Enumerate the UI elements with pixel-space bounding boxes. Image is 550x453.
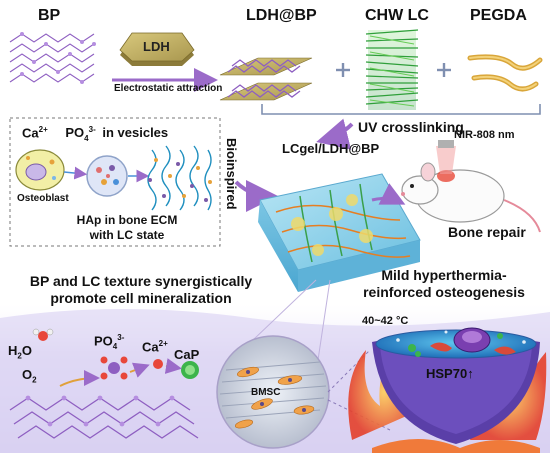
hsp70-label: HSP70↑ <box>426 366 474 381</box>
ldh-bp-label: LDH@BP <box>246 7 317 24</box>
bp-atoms <box>20 32 96 84</box>
bp-lattice <box>9 33 95 83</box>
cap-label: CaP <box>174 347 200 362</box>
vesicle <box>86 155 128 197</box>
ldh-plate <box>119 32 195 66</box>
bioinspired-arrow <box>234 179 278 212</box>
bp-label: BP <box>38 7 61 24</box>
lcgel-label: LCgel/LDH@BP <box>282 141 380 156</box>
h2o-molecule <box>32 328 54 341</box>
phosphate-label: PO43- <box>94 333 125 351</box>
ldh-bp-stack <box>219 57 313 101</box>
bone-repair-label: Bone repair <box>448 224 526 240</box>
hap-ecm-label: HAp in bone ECM with LC state <box>76 213 178 242</box>
hydrogel-particles <box>291 194 373 256</box>
uv-crosslinking-label: UV crosslinking <box>358 119 464 135</box>
ldh-label: LDH <box>143 39 170 54</box>
chw-lc-label: CHW LC <box>365 7 429 24</box>
osteoblast-label: Osteoblast <box>17 193 69 204</box>
mild-hyperthermia-label: Mild hyperthermia- reinforced osteogenes… <box>363 267 525 300</box>
nir-label: NIR-808 nm <box>454 129 515 141</box>
h2o-label: H2O <box>8 343 32 361</box>
chw-lc-stack <box>365 29 419 110</box>
calcium-ion <box>153 359 163 369</box>
bmsc-zoom-circle <box>216 335 330 449</box>
uv-bracket <box>261 104 541 115</box>
bmsc-label: BMSC <box>251 387 281 398</box>
plus-icon <box>437 63 451 77</box>
pegda-chains <box>467 54 543 92</box>
o2-label: O2 <box>22 367 37 385</box>
hyperthermia-bowl <box>372 327 540 444</box>
phosphate-molecule <box>100 356 128 380</box>
mouse-illustration <box>401 140 541 233</box>
bioinspired-label: Bioinspired <box>224 138 239 210</box>
uv-arrow <box>316 118 354 150</box>
inset-ions-label: Ca2+ PO43- in vesicles <box>22 125 169 143</box>
bp-lc-synergy-label: BP and LC texture synergistically promot… <box>29 273 253 306</box>
cap-crystal <box>181 361 199 379</box>
electrostatic-label: Electrostatic attraction <box>114 83 223 94</box>
temperature-label: 40~42 °C <box>362 315 409 327</box>
calcium-label: Ca2+ <box>142 339 168 355</box>
plus-icon <box>336 63 350 77</box>
osteoblast-cell <box>15 149 65 191</box>
pegda-label: PEGDA <box>470 7 527 24</box>
